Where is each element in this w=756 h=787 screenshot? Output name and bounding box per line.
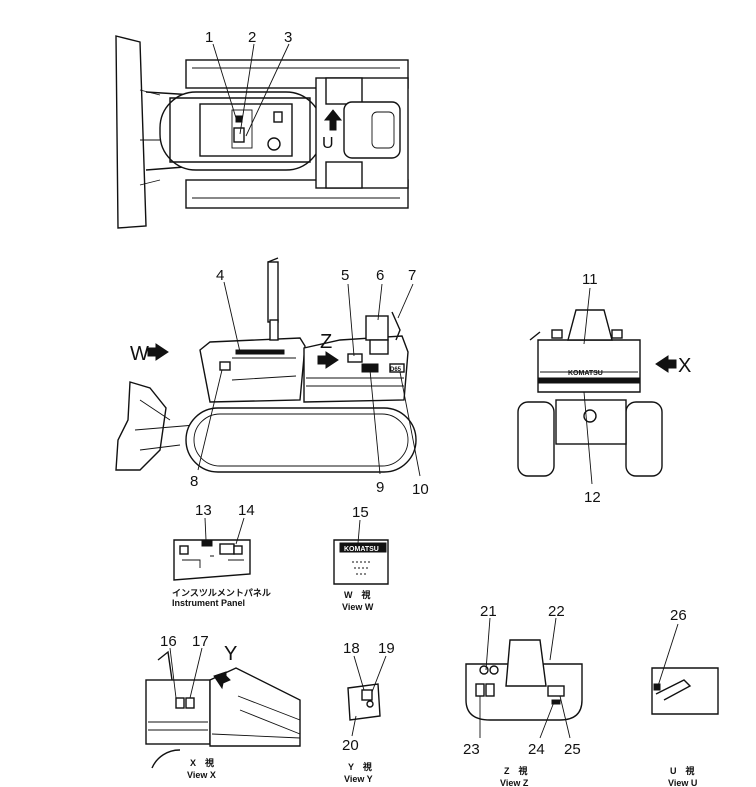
- view-letters: W Z U X Y: [130, 135, 691, 665]
- callout-3: 3: [284, 29, 292, 46]
- callout-14: 14: [238, 502, 255, 519]
- callout-1: 1: [205, 29, 213, 46]
- view-letter-w: W: [130, 343, 149, 365]
- callout-25: 25: [564, 741, 581, 758]
- callout-numbers: 1 2 3 4 5 6 7 8 9 10 11 12 13 14 15 16 1…: [160, 29, 687, 758]
- callout-6: 6: [376, 267, 384, 284]
- caption-instrument-panel-en: Instrument Panel: [172, 598, 245, 608]
- view-z: [465, 639, 583, 721]
- top-view: [115, 35, 409, 229]
- side-view: [115, 257, 417, 473]
- caption-view-x-en: View X: [187, 770, 216, 780]
- instrument-panel-view: [173, 539, 251, 581]
- captions: インスツルメントパネル Instrument Panel W 視 View W …: [172, 587, 697, 787]
- caption-view-w-en: View W: [342, 602, 374, 612]
- caption-view-y-jp: Y 視: [348, 761, 372, 772]
- callout-13: 13: [195, 502, 212, 519]
- callout-7: 7: [408, 267, 416, 284]
- callout-23: 23: [463, 741, 480, 758]
- callout-2: 2: [248, 29, 256, 46]
- caption-view-u-jp: U 視: [670, 765, 695, 776]
- callout-8: 8: [190, 473, 198, 490]
- caption-view-w-jp: W 視: [344, 589, 371, 600]
- rear-view: [517, 309, 677, 477]
- callout-10: 10: [412, 481, 429, 498]
- view-w: [333, 539, 389, 585]
- leader-lines: [169, 43, 679, 739]
- view-y: [347, 683, 381, 721]
- caption-view-y-en: View Y: [344, 774, 373, 784]
- callout-15: 15: [352, 504, 369, 521]
- komatsu-decal-rear: KOMATSU: [568, 370, 603, 377]
- caption-view-z-jp: Z 視: [504, 765, 528, 776]
- callout-5: 5: [341, 267, 349, 284]
- callout-24: 24: [528, 741, 545, 758]
- callout-26: 26: [670, 607, 687, 624]
- view-letter-z: Z: [320, 331, 332, 353]
- caption-view-z-en: View Z: [500, 778, 529, 787]
- callout-19: 19: [378, 640, 395, 657]
- callout-17: 17: [192, 633, 209, 650]
- callout-22: 22: [548, 603, 565, 620]
- view-letter-y: Y: [224, 643, 237, 665]
- caption-instrument-panel-jp: インスツルメントパネル: [172, 587, 271, 598]
- view-u: [651, 667, 719, 715]
- callout-9: 9: [376, 479, 384, 496]
- view-letter-x: X: [678, 355, 691, 377]
- view-letter-u: U: [322, 135, 334, 152]
- caption-view-x-jp: X 視: [190, 757, 214, 768]
- callout-11: 11: [582, 271, 598, 288]
- callout-12: 12: [584, 489, 601, 506]
- callout-20: 20: [342, 737, 359, 754]
- komatsu-decal-view-w: KOMATSU: [344, 546, 379, 553]
- caption-view-u-en: View U: [668, 778, 697, 787]
- callout-16: 16: [160, 633, 177, 650]
- callout-4: 4: [216, 267, 224, 284]
- view-x: [145, 650, 301, 769]
- callout-18: 18: [343, 640, 360, 657]
- side-model-badge: D65: [390, 367, 402, 373]
- decal-text: KOMATSU KOMATSU D65: [344, 367, 603, 553]
- callout-21: 21: [480, 603, 497, 620]
